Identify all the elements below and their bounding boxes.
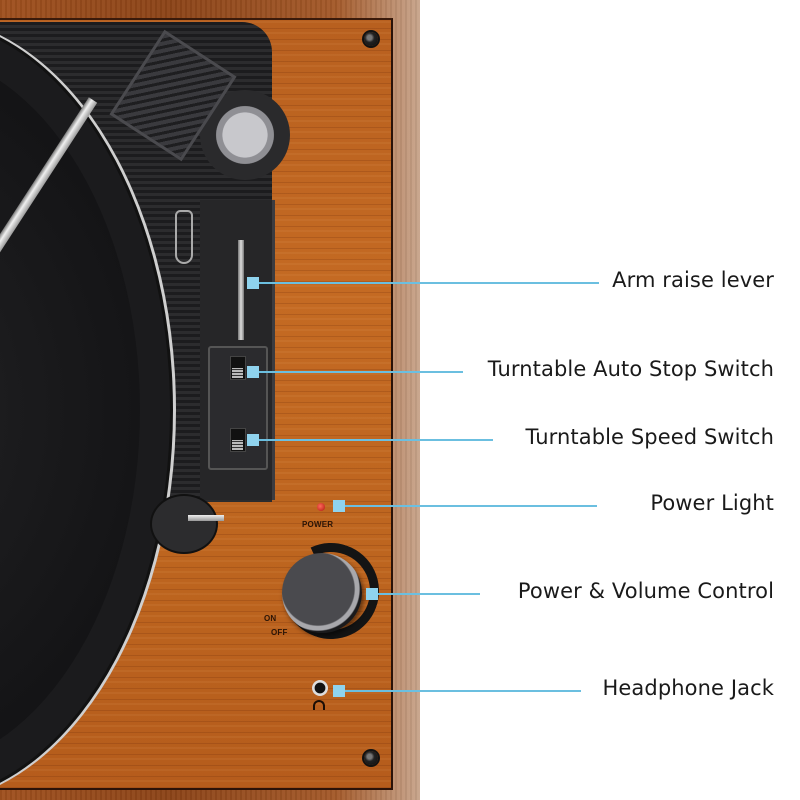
label-power-light: Power Light xyxy=(650,491,774,515)
headphone-icon xyxy=(313,700,325,710)
callout-marker-headphone xyxy=(333,685,345,697)
callout-line-speed xyxy=(259,439,493,441)
power-marking: POWER xyxy=(302,520,334,529)
callout-marker-speed xyxy=(247,434,259,446)
screw-icon xyxy=(364,751,378,765)
callout-line-arm-lever xyxy=(259,282,599,284)
speed-switch xyxy=(230,428,246,452)
callout-marker-power-light xyxy=(333,500,345,512)
callout-marker-volume xyxy=(366,588,378,600)
volume-knob xyxy=(282,553,362,633)
label-power-volume-control: Power & Volume Control xyxy=(517,579,774,603)
arm-rest-clip xyxy=(175,210,193,264)
callout-marker-arm-lever xyxy=(247,277,259,289)
auto-stop-switch-knob xyxy=(232,368,243,378)
switch-plate xyxy=(208,346,268,470)
callout-line-volume xyxy=(378,593,480,595)
cue-lever xyxy=(188,515,224,521)
callout-marker-auto-stop xyxy=(247,366,259,378)
label-auto-stop-switch: Turntable Auto Stop Switch xyxy=(487,357,774,381)
on-marking: ON xyxy=(264,614,277,623)
off-marking: OFF xyxy=(271,628,288,637)
screw-icon xyxy=(364,32,378,46)
callout-line-headphone xyxy=(345,690,581,692)
headphone-jack xyxy=(312,680,328,696)
arm-raise-lever xyxy=(238,240,244,340)
label-speed-switch: Turntable Speed Switch xyxy=(525,425,774,449)
power-led xyxy=(317,503,325,511)
auto-stop-switch xyxy=(230,356,246,380)
callout-line-auto-stop xyxy=(259,371,463,373)
label-arm-raise-lever: Arm raise lever xyxy=(612,268,774,292)
speed-switch-knob xyxy=(232,440,243,450)
turntable-photo: POWER ON OFF xyxy=(0,0,420,800)
cue-base xyxy=(150,494,218,554)
label-headphone-jack: Headphone Jack xyxy=(602,676,774,700)
callout-line-power-light xyxy=(345,505,597,507)
